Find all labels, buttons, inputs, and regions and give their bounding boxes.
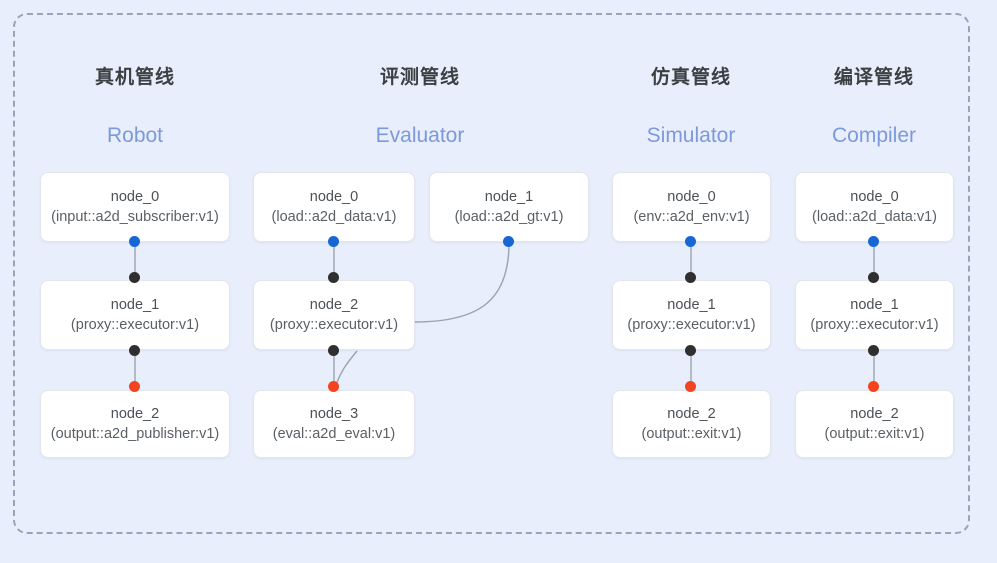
port-output-robot-0[interactable] (129, 236, 140, 247)
node-id: node_2 (309, 297, 359, 313)
node-card-robot-1[interactable]: node_1 (proxy::executor:v1) (40, 280, 230, 350)
port-output-robot-1[interactable] (129, 345, 140, 356)
column-title-robot: 真机管线 (94, 67, 175, 88)
node-card-simulator-1[interactable]: node_1 (proxy::executor:v1) (612, 280, 771, 350)
port-output-compiler-1[interactable] (868, 345, 879, 356)
port-input-compiler-2[interactable] (868, 381, 879, 392)
column-subtitle-robot: Robot (106, 124, 164, 147)
port-input-compiler-1[interactable] (868, 272, 879, 283)
port-input-robot-1[interactable] (129, 272, 140, 283)
node-card-compiler-2[interactable]: node_2 (output::exit:v1) (795, 390, 954, 458)
node-card-evaluator-3[interactable]: node_3 (eval::a2d_eval:v1) (253, 390, 415, 458)
node-type: (input::a2d_subscriber:v1) (51, 209, 219, 225)
node-id: node_2 (667, 406, 716, 422)
node-type: (proxy::executor:v1) (269, 317, 399, 333)
port-output-evaluator-0[interactable] (328, 236, 339, 247)
port-input-evaluator-2[interactable] (328, 272, 339, 283)
node-type: (output::a2d_publisher:v1) (50, 426, 220, 442)
node-card-evaluator-gt[interactable]: node_1 (load::a2d_gt:v1) (429, 172, 589, 242)
port-output-simulator-0[interactable] (685, 236, 696, 247)
column-title-evaluator: 评测管线 (379, 67, 460, 88)
port-input-evaluator-3[interactable] (328, 381, 339, 392)
node-type: (load::a2d_gt:v1) (454, 209, 564, 225)
node-id: node_1 (110, 297, 160, 313)
node-id: node_3 (309, 406, 359, 422)
port-output-evaluator-gt[interactable] (503, 236, 514, 247)
port-output-simulator-1[interactable] (685, 345, 696, 356)
column-subtitle-simulator: Simulator (646, 124, 736, 147)
node-id: node_0 (667, 189, 716, 205)
node-type: (output::exit:v1) (824, 426, 925, 442)
node-card-robot-2[interactable]: node_2 (output::a2d_publisher:v1) (40, 390, 230, 458)
node-id: node_0 (309, 189, 359, 205)
node-id: node_2 (850, 406, 899, 422)
node-id: node_1 (484, 189, 534, 205)
port-output-compiler-0[interactable] (868, 236, 879, 247)
column-title-compiler: 编译管线 (833, 67, 914, 88)
port-output-evaluator-2[interactable] (328, 345, 339, 356)
column-title-simulator: 仿真管线 (650, 67, 731, 88)
node-type: (env::a2d_env:v1) (633, 209, 750, 225)
port-input-simulator-1[interactable] (685, 272, 696, 283)
node-type: (proxy::executor:v1) (627, 317, 756, 333)
node-type: (proxy::executor:v1) (70, 317, 200, 333)
port-input-simulator-2[interactable] (685, 381, 696, 392)
column-subtitle-evaluator: Evaluator (375, 124, 465, 147)
node-type: (proxy::executor:v1) (810, 317, 939, 333)
column-subtitle-compiler: Compiler (831, 124, 917, 147)
node-id: node_0 (110, 189, 160, 205)
node-id: node_2 (110, 406, 160, 422)
node-card-robot-0[interactable]: node_0 (input::a2d_subscriber:v1) (40, 172, 230, 242)
node-card-compiler-1[interactable]: node_1 (proxy::executor:v1) (795, 280, 954, 350)
node-id: node_0 (850, 189, 899, 205)
node-type: (load::a2d_data:v1) (271, 209, 397, 225)
node-card-evaluator-0[interactable]: node_0 (load::a2d_data:v1) (253, 172, 415, 242)
node-id: node_1 (667, 297, 716, 313)
node-type: (eval::a2d_eval:v1) (272, 426, 396, 442)
node-card-simulator-2[interactable]: node_2 (output::exit:v1) (612, 390, 771, 458)
node-id: node_1 (850, 297, 899, 313)
node-type: (output::exit:v1) (641, 426, 742, 442)
node-card-simulator-0[interactable]: node_0 (env::a2d_env:v1) (612, 172, 771, 242)
node-card-compiler-0[interactable]: node_0 (load::a2d_data:v1) (795, 172, 954, 242)
port-input-robot-2[interactable] (129, 381, 140, 392)
diagram-dashed-frame (13, 13, 970, 534)
node-type: (load::a2d_data:v1) (812, 209, 937, 225)
node-card-evaluator-2[interactable]: node_2 (proxy::executor:v1) (253, 280, 415, 350)
